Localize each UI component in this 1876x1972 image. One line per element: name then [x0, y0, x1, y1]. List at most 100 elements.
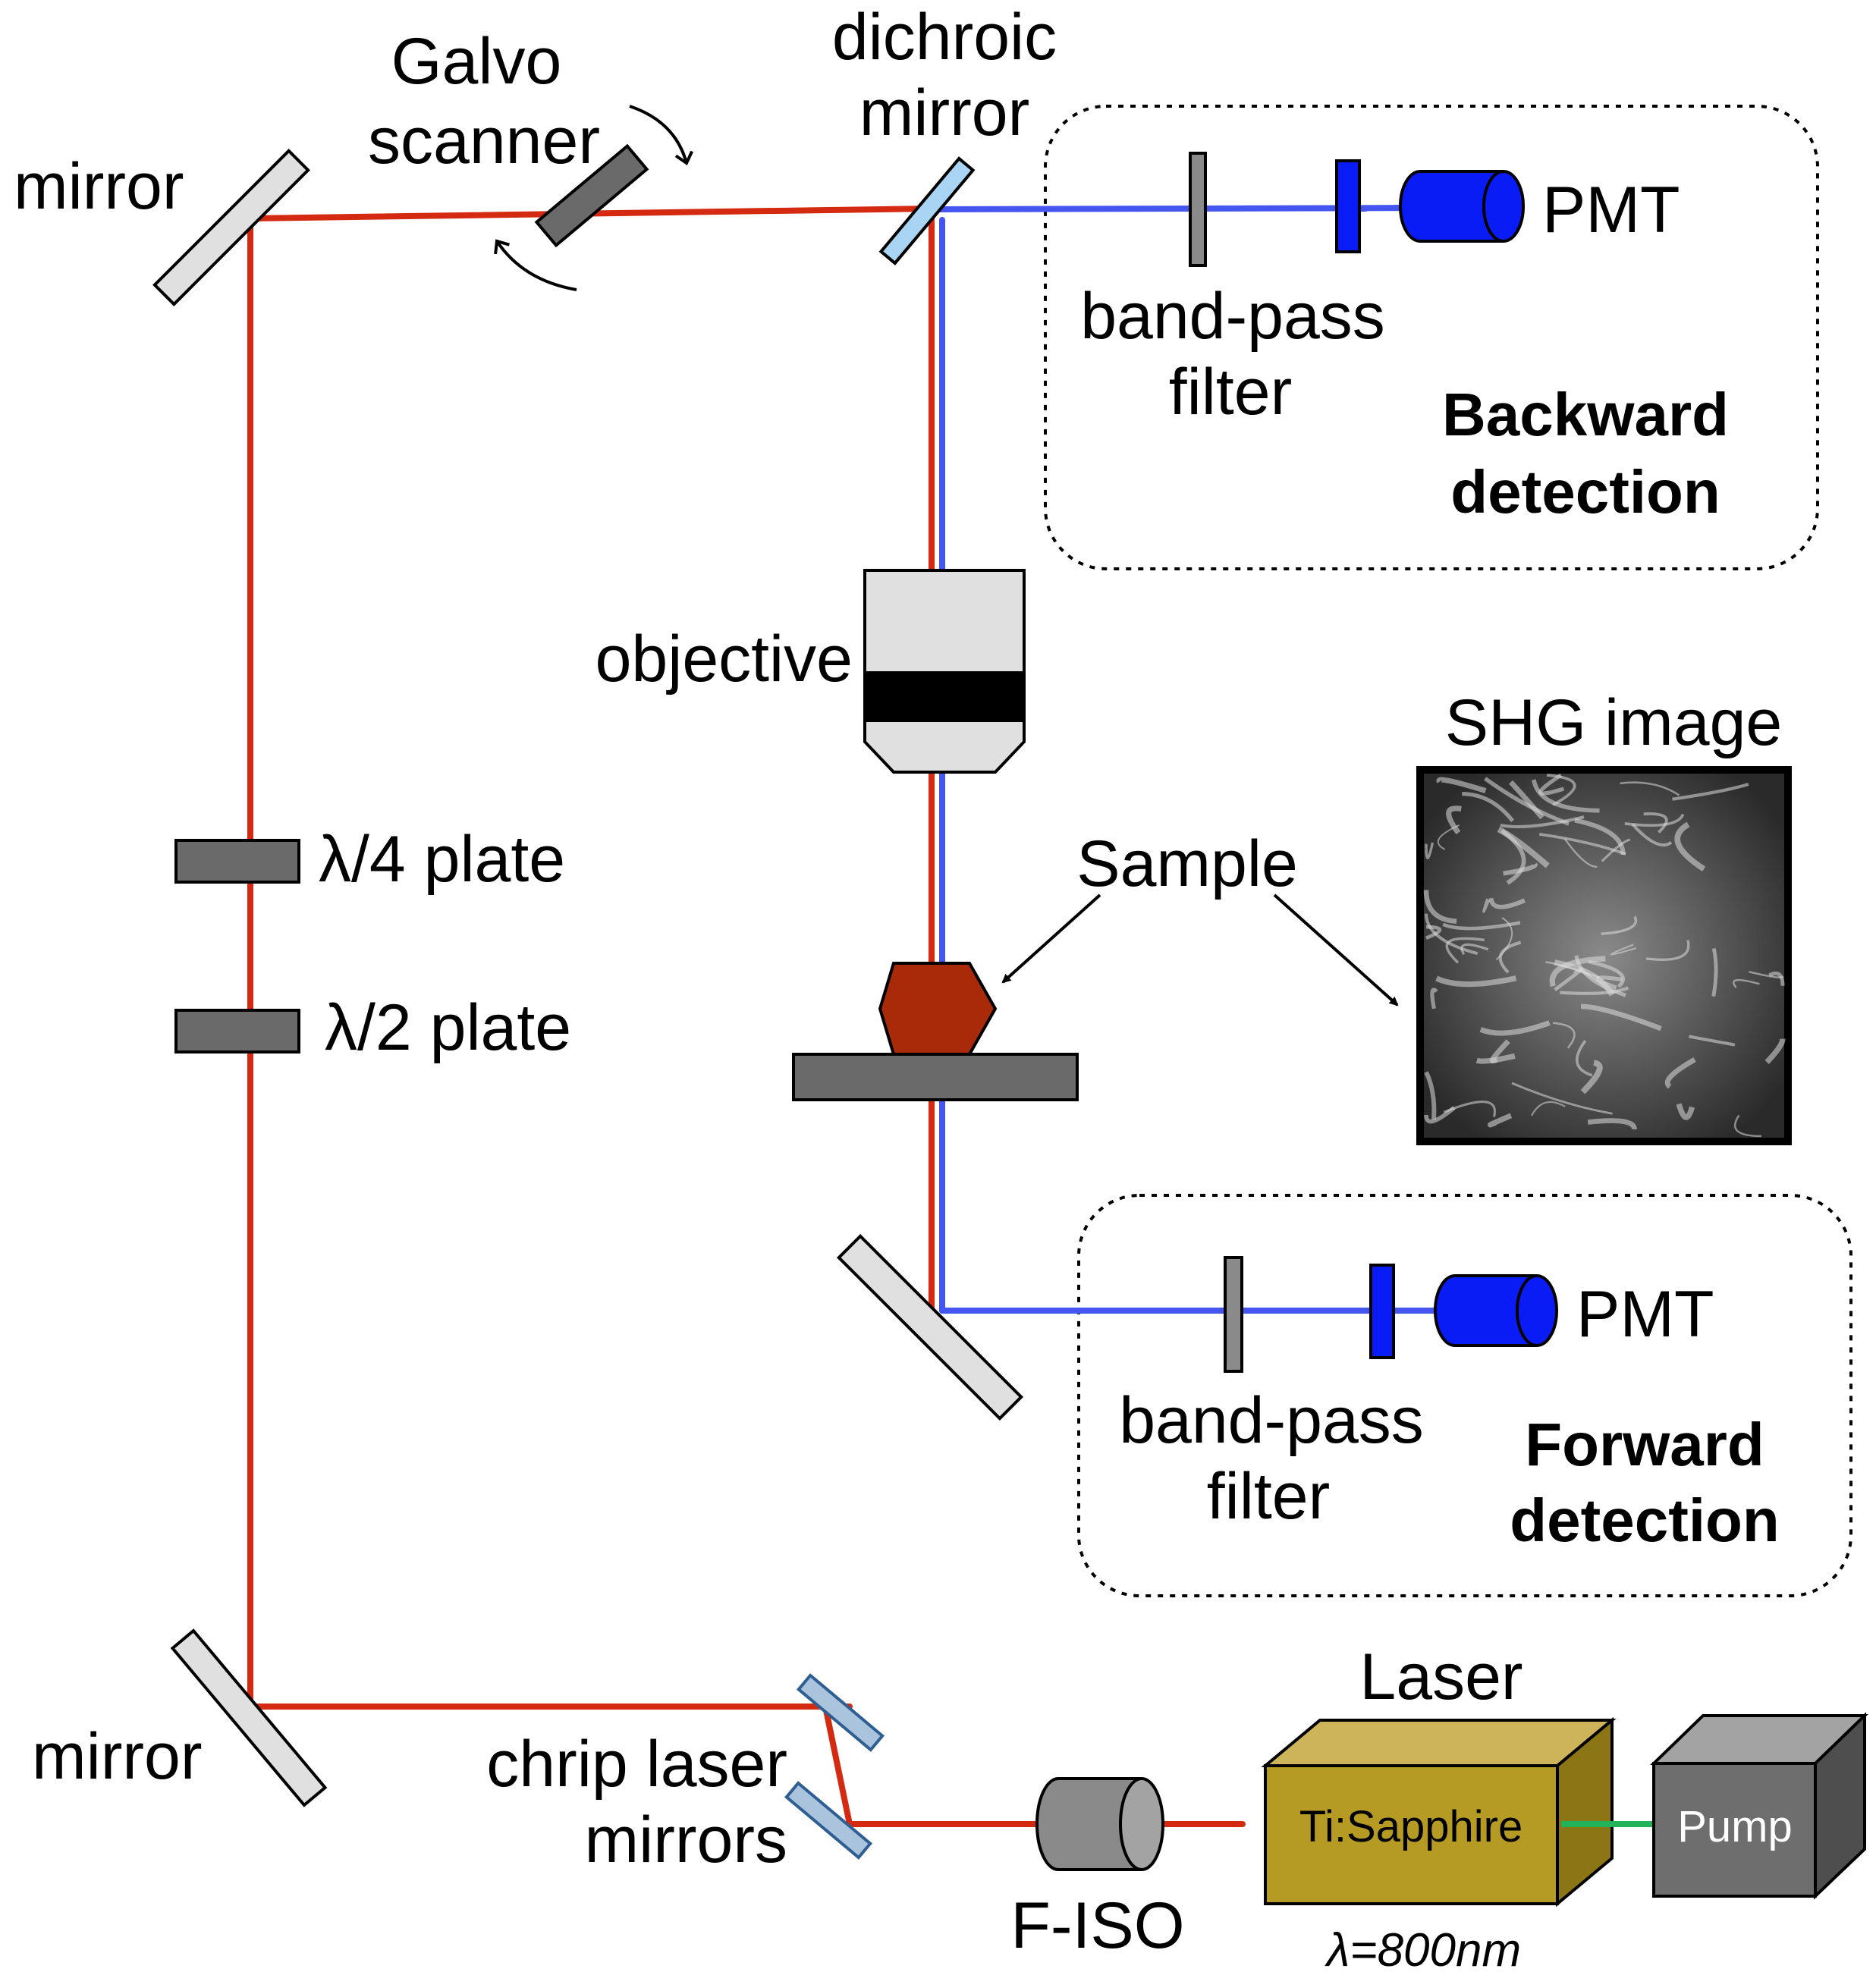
- fiber-strand: [1768, 971, 1785, 986]
- shg-image-label: SHG image: [1445, 686, 1783, 759]
- fiber-strand: [1495, 917, 1513, 961]
- ti-sapphire-label: Ti:Sapphire: [1299, 1802, 1522, 1851]
- fiso-label: F-ISO: [1010, 1889, 1184, 1962]
- fiber-strand: [1488, 897, 1526, 909]
- band-pass-filter-fwd: [1224, 1256, 1243, 1373]
- pump-box: [1650, 1712, 1868, 1900]
- sample-arrow-left: [1001, 893, 1101, 984]
- galvo-scanner: [534, 143, 649, 248]
- fiber-strand: [1530, 1101, 1566, 1116]
- fiber-strand: [1580, 1003, 1662, 1032]
- fiber-strand: [1423, 890, 1457, 924]
- rotation-arrow-lower-icon: [494, 239, 577, 291]
- sample-stage: [792, 1053, 1079, 1101]
- fiber-strand: [1503, 862, 1538, 876]
- fiber-strand: [1532, 779, 1600, 813]
- sample-label: Sample: [1076, 827, 1298, 900]
- half-wave-plate: [174, 1009, 300, 1054]
- fiber-strand: [1563, 838, 1598, 868]
- band-pass-back-label-2: filter: [1169, 356, 1292, 429]
- fiber-strand: [1437, 824, 1460, 850]
- fiber-strand: [1732, 978, 1760, 988]
- fiber-strand: [1552, 1022, 1576, 1049]
- chirp-mirror-upper: [796, 1673, 885, 1752]
- fiber-strand: [1587, 1118, 1637, 1130]
- band-pass-fwd-label-1: band-pass: [1119, 1384, 1424, 1457]
- fiber-strand: [1645, 940, 1690, 961]
- blue-filter-fwd: [1369, 1264, 1395, 1359]
- fiber-strand: [1674, 821, 1706, 871]
- dichroic-label-1: dichroic: [832, 1, 1057, 74]
- fiber-strand: [1425, 925, 1442, 940]
- objective-lens: [863, 569, 1026, 774]
- fiber-strand: [1475, 1053, 1516, 1064]
- fiber-strand: [1588, 959, 1625, 988]
- fiber-strand: [1424, 1071, 1437, 1120]
- fiber-strand: [1460, 943, 1489, 956]
- fiber-strand: [1672, 783, 1749, 801]
- fiber-strand: [1764, 1038, 1786, 1064]
- backward-label-1: Backward: [1442, 381, 1729, 448]
- backward-detection-box: [1044, 105, 1819, 570]
- mirror-bottom-label: mirror: [32, 1720, 203, 1793]
- fiber-strand: [1509, 780, 1544, 820]
- band-pass-filter-back: [1189, 152, 1207, 267]
- chirp-label-2: mirrors: [585, 1804, 788, 1876]
- galvo-label-1: Galvo: [391, 25, 562, 98]
- forward-detection-box: [1077, 1194, 1852, 1597]
- fiber-strand: [1487, 1113, 1513, 1128]
- dichroic-mirror: [878, 156, 976, 265]
- fiber-strand: [1643, 812, 1668, 834]
- fiber-strand: [1484, 777, 1570, 826]
- chirp-label-1: chrip laser: [486, 1728, 787, 1801]
- dichroic-label-2: mirror: [859, 77, 1030, 149]
- rotation-arrow-upper-icon: [629, 105, 693, 165]
- fiber-strand: [1576, 1040, 1593, 1077]
- fiber-strand: [1482, 898, 1491, 913]
- fiber-strand: [1631, 823, 1673, 847]
- fiber-strand: [1436, 777, 1487, 793]
- shg-image-picture: [1416, 766, 1792, 1145]
- laser-label: Laser: [1359, 1641, 1522, 1713]
- sample: [878, 962, 998, 1056]
- fiber-strand: [1574, 818, 1626, 856]
- fiber-strand: [1511, 1082, 1613, 1115]
- pump-label: Pump: [1677, 1802, 1793, 1851]
- objective-label: objective: [595, 623, 853, 696]
- blue-filter-back: [1335, 159, 1361, 253]
- fiber-strand: [1424, 1106, 1456, 1124]
- fiber-strand: [1435, 975, 1517, 988]
- fiber-strand: [1497, 826, 1550, 868]
- quarter-wave-plate: [174, 839, 300, 884]
- fiber-strand: [1479, 1020, 1551, 1036]
- fiber-strand: [1560, 986, 1629, 996]
- mirror-bottom-left: [170, 1628, 328, 1807]
- laser-box: [1261, 1716, 1617, 1908]
- half-plate-label: λ/2 plate: [325, 991, 571, 1064]
- fiber-strand: [1430, 988, 1438, 1010]
- wavelength-label: λ=800nm: [1325, 1924, 1521, 1972]
- mirror-top-label: mirror: [14, 150, 184, 223]
- pmt-back: [1399, 170, 1525, 243]
- fiber-strand: [1574, 955, 1626, 997]
- forward-label-2: detection: [1510, 1487, 1780, 1554]
- band-pass-fwd-label-2: filter: [1207, 1460, 1330, 1533]
- band-pass-back-label-1: band-pass: [1080, 280, 1385, 353]
- fiber-strand: [1462, 792, 1515, 822]
- fiber-strand: [1446, 805, 1462, 835]
- fiber-strand: [1580, 1060, 1603, 1094]
- fiber-strand: [1711, 947, 1718, 997]
- mirror-forward: [836, 1233, 1024, 1421]
- galvo-label-2: scanner: [368, 105, 600, 177]
- fiber-strand: [1734, 1114, 1761, 1138]
- pmt-fwd: [1434, 1274, 1558, 1347]
- pmt-back-label: PMT: [1542, 174, 1680, 246]
- fiber-strand: [1425, 842, 1434, 859]
- chirp-mirror-lower: [784, 1781, 873, 1860]
- fiber-strand: [1676, 1103, 1695, 1120]
- fiber-strand: [1664, 1057, 1696, 1089]
- fiber-strand: [1538, 833, 1626, 856]
- pmt-fwd-label: PMT: [1576, 1278, 1714, 1351]
- backward-label-2: detection: [1450, 458, 1720, 526]
